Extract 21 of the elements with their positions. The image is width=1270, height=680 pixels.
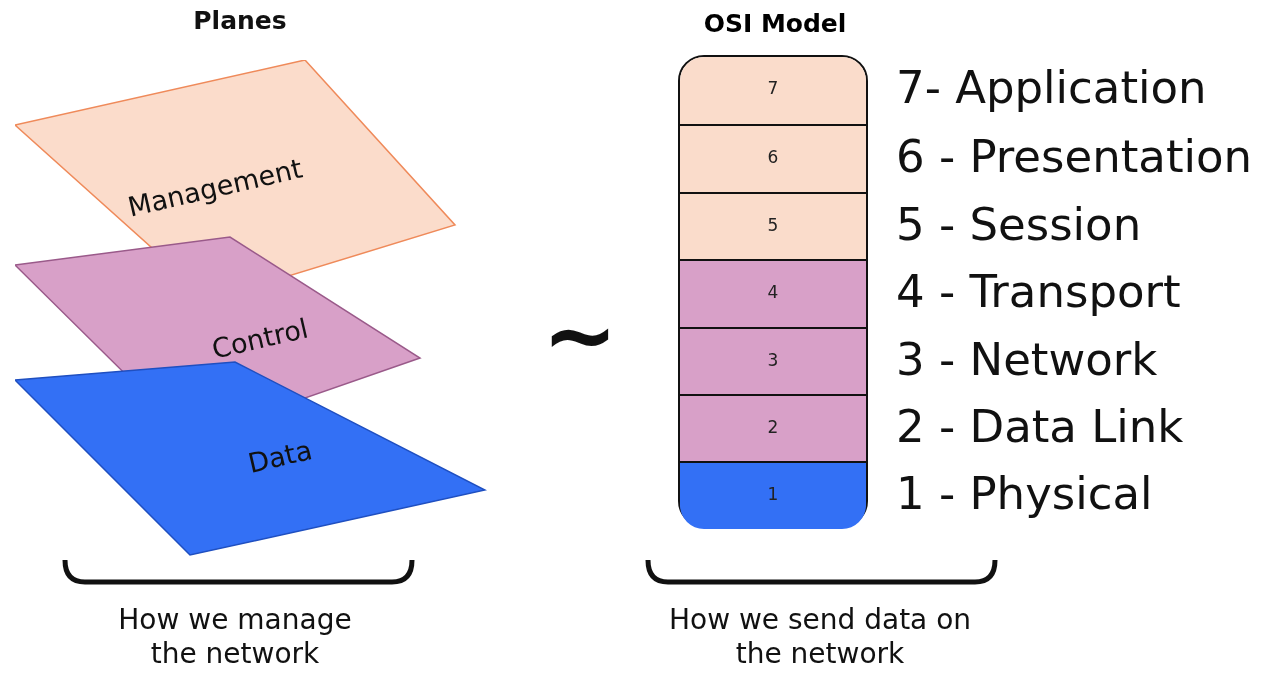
layer-name: 4 - Transport bbox=[896, 265, 1181, 319]
layer-name: 1 - Physical bbox=[896, 467, 1153, 521]
section-heading: Planes bbox=[192, 6, 288, 35]
layer-name: 5 - Session bbox=[896, 197, 1142, 251]
stack-heading: OSI Model bbox=[702, 9, 848, 38]
layer-number: 1 bbox=[766, 484, 780, 505]
layer-number: 7 bbox=[766, 78, 780, 98]
layer-name: 3 - Network bbox=[896, 332, 1158, 386]
layer-number: 3 bbox=[766, 349, 780, 370]
caption-text: How we manage the network bbox=[117, 603, 353, 671]
layer-number: 6 bbox=[766, 147, 780, 168]
caption-text: How we send data on the network bbox=[667, 603, 973, 671]
layer-number: 5 bbox=[766, 214, 780, 235]
layer-name: 7- Application bbox=[896, 61, 1207, 114]
layer-name: 2 - Data Link bbox=[896, 400, 1184, 453]
layer-name: 6 - Presentation bbox=[896, 130, 1253, 184]
plane-label: Control bbox=[207, 311, 313, 367]
plane-label: Data bbox=[244, 433, 316, 481]
similarity-sign: ~ bbox=[541, 285, 619, 385]
layer-number: 4 bbox=[766, 282, 780, 303]
layer-number: 2 bbox=[766, 417, 780, 437]
